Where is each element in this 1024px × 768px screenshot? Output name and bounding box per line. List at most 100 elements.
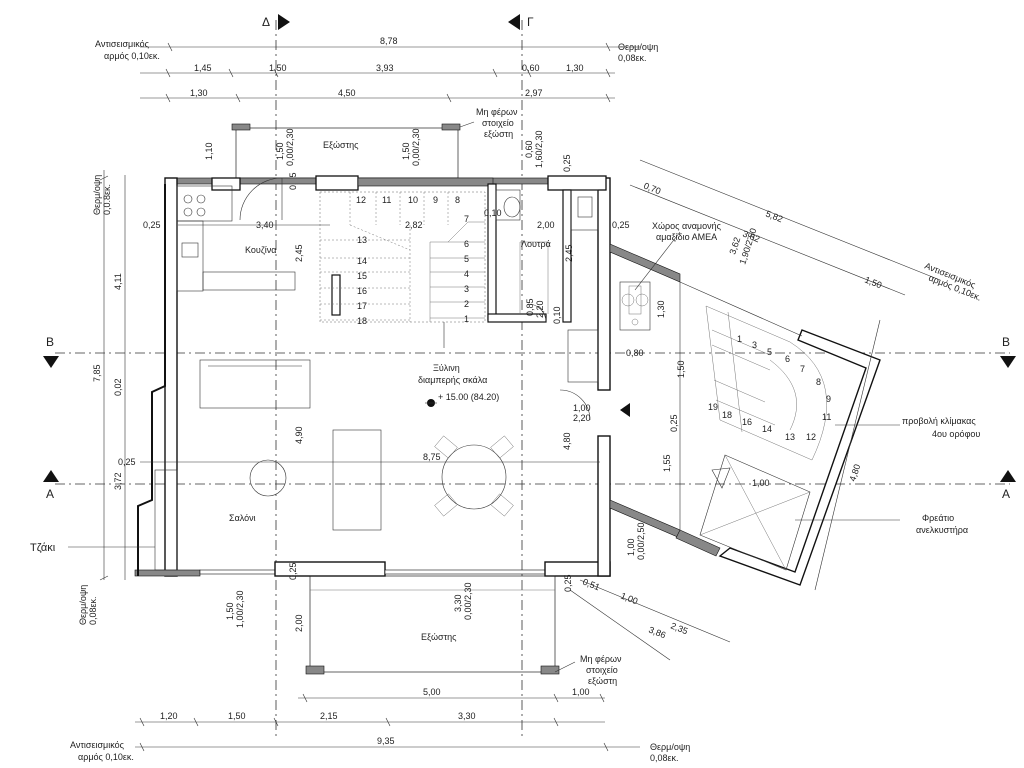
dim-bottom-r1-1: 1,00 xyxy=(572,687,590,697)
stair-treads xyxy=(320,192,449,322)
stair-num: 13 xyxy=(357,235,367,245)
dim-w4: 1,50 xyxy=(401,142,411,160)
dim-v4: 4,80 xyxy=(562,432,572,450)
dim-h025: 0,25 xyxy=(118,457,136,467)
waiting-label-1: Χώρος αναμονής xyxy=(652,221,722,231)
insulation-label-bottom-2: 0,08εκ. xyxy=(650,753,679,763)
stair-num: 5 xyxy=(464,254,469,264)
bath: Λουτρά 2,00 0,25 2,45 0,85 2,20 0,10 xyxy=(495,189,630,383)
section-label-b-left: B xyxy=(46,335,54,349)
dim-top-r2-2: 3,93 xyxy=(376,63,394,73)
dim-w4b: 0,00/2,30 xyxy=(411,128,421,166)
dim-w2b: 0,00/2,30 xyxy=(285,128,295,166)
dim-bottom-r2-2: 2,15 xyxy=(320,711,338,721)
left-dim-total: 7,85 xyxy=(92,364,102,382)
dim-h875: 8,75 xyxy=(423,452,441,462)
waiting-label-2: αμαξίδιο ΑΜΕΑ xyxy=(656,232,717,242)
section-label-a-right: A xyxy=(1002,487,1010,501)
dim-total-bottom: 9,35 xyxy=(377,736,395,746)
section-arrow-gamma xyxy=(508,14,520,30)
dim-k4: 2,00 xyxy=(537,220,555,230)
dim-k2: 2,82 xyxy=(405,220,423,230)
spiral-num: 3 xyxy=(752,340,757,350)
dim-k6: 0,25 xyxy=(612,220,630,230)
spiral-num: 18 xyxy=(722,410,732,420)
dim-w2: 1,50 xyxy=(275,142,285,160)
room-label-bath: Λουτρά xyxy=(521,239,551,249)
stair-num: 4 xyxy=(464,269,469,279)
stair-num: 16 xyxy=(357,286,367,296)
right-dim-d8: 1,00 xyxy=(619,591,639,607)
section-arrow-a-left xyxy=(43,470,59,482)
dim-d220: 2,20 xyxy=(535,300,545,318)
spiral-num: 1 xyxy=(737,334,742,344)
nonbearing-bottom-2: στοιχείο xyxy=(586,665,618,675)
left-dimension-chains: Θερμ/οψη 0,0.8εκ. 7,85 4,11 0,02 3,72 Θε… xyxy=(78,170,126,625)
dim-b5: 0,25 xyxy=(563,574,573,592)
stair-num: 11 xyxy=(382,195,391,205)
section-label-delta: Δ xyxy=(262,15,270,29)
right-dim-d6: 3,86 xyxy=(647,625,667,641)
dim-b1b: 1,00/2,30 xyxy=(235,590,245,628)
stair-num: 2 xyxy=(464,299,469,309)
stair-straight: 12 11 10 9 8 7 6 5 4 3 2 1 13 14 15 16 1… xyxy=(319,191,502,385)
dim-top-r3-2: 2,97 xyxy=(525,88,543,98)
spiral-num: 13 xyxy=(785,432,795,442)
dim-bottom-r2-3: 3,30 xyxy=(458,711,476,721)
spiral-num: 9 xyxy=(826,394,831,404)
insulation-label-top-2: 0,08εκ. xyxy=(618,53,647,63)
joint-label-bottom-2: αρμός 0,10εκ. xyxy=(78,752,134,762)
dim-d010: 0,10 xyxy=(552,306,562,324)
dim-d220b: 2,20 xyxy=(573,413,591,423)
stair-label-2: διαμπερής σκάλα xyxy=(418,375,487,385)
dim-total-top: 8,78 xyxy=(380,36,398,46)
dim-b2: 0,25 xyxy=(288,562,298,580)
right-dim-d9: 0,51 xyxy=(581,577,601,593)
dim-e7: 1,00 xyxy=(626,538,636,556)
nonbearing-top-2: στοιχείο xyxy=(482,118,514,128)
room-label-balcony-top: Εξώστης xyxy=(323,140,359,150)
shaft-label-1: Φρεάτιο xyxy=(922,513,954,523)
left-dim-seg1: 4,11 xyxy=(113,273,123,290)
coffee-table xyxy=(249,459,287,497)
fireplace xyxy=(154,469,178,571)
dim-b3b: 0,00/2,30 xyxy=(463,582,473,620)
spiral-num: 11 xyxy=(822,412,831,422)
spiral-num: 14 xyxy=(762,424,772,434)
dim-d100: 1,00 xyxy=(573,403,591,413)
section-arrow-b-left xyxy=(43,356,59,368)
left-insulation-2: 0,0.8εκ. xyxy=(102,184,112,215)
projection-label-1: προβολή κλίμακας xyxy=(902,416,976,426)
dim-e6: 1,55 xyxy=(662,454,672,472)
sofa xyxy=(199,359,311,409)
elevator-shaft: 1,00 xyxy=(699,454,811,571)
living-room: Σαλόνι 8,75 0,25 4,90 4,80 1,00 2,20 + 1… xyxy=(30,359,630,571)
dim-bottom-r2-1: 1,50 xyxy=(228,711,246,721)
stair-num: 17 xyxy=(357,301,367,311)
dim-bottom-r2-0: 1,20 xyxy=(160,711,178,721)
spiral-num: 12 xyxy=(806,432,816,442)
nonbearing-bottom-1: Μη φέρων xyxy=(580,654,622,664)
section-label-b-right: B xyxy=(1002,335,1010,349)
dim-top-r2-3: 0,60 xyxy=(522,63,540,73)
balcony-top: Εξώστης 1,10 1,50 0,00/2,30 0,25 1,50 0,… xyxy=(204,107,572,190)
section-arrow-delta xyxy=(278,14,290,30)
spiral-num: 16 xyxy=(742,417,752,427)
joint-label-bottom-1: Αντισεισμικός xyxy=(70,740,125,750)
left-insulation-1: Θερμ/οψη xyxy=(92,175,102,215)
stair-num: 12 xyxy=(356,195,366,205)
left-insulation-bottom-1: Θερμ/οψη xyxy=(78,585,88,625)
wheelchair-icon xyxy=(621,285,649,326)
right-dimension-chains: 5,82 0,70 3,62 1,50 Αντισεισμικός αρμός … xyxy=(569,159,983,661)
room-label-living: Σαλόνι xyxy=(229,513,256,523)
balcony-bottom: Εξώστης 1,50 1,00/2,30 0,25 2,00 3,30 0,… xyxy=(225,562,622,686)
room-label-kitchen: Κουζίνα xyxy=(245,245,277,255)
dim-top-r3-0: 1,30 xyxy=(190,88,208,98)
dim-e3: 0,80 xyxy=(626,348,644,358)
joint-label-top-1: Αντισεισμικός xyxy=(95,39,150,49)
left-dim-seg3: 3,72 xyxy=(113,472,123,490)
stair-num: 14 xyxy=(357,256,367,266)
dim-e4: 1,50 xyxy=(676,360,686,378)
dim-k5: 0,25 xyxy=(143,220,161,230)
